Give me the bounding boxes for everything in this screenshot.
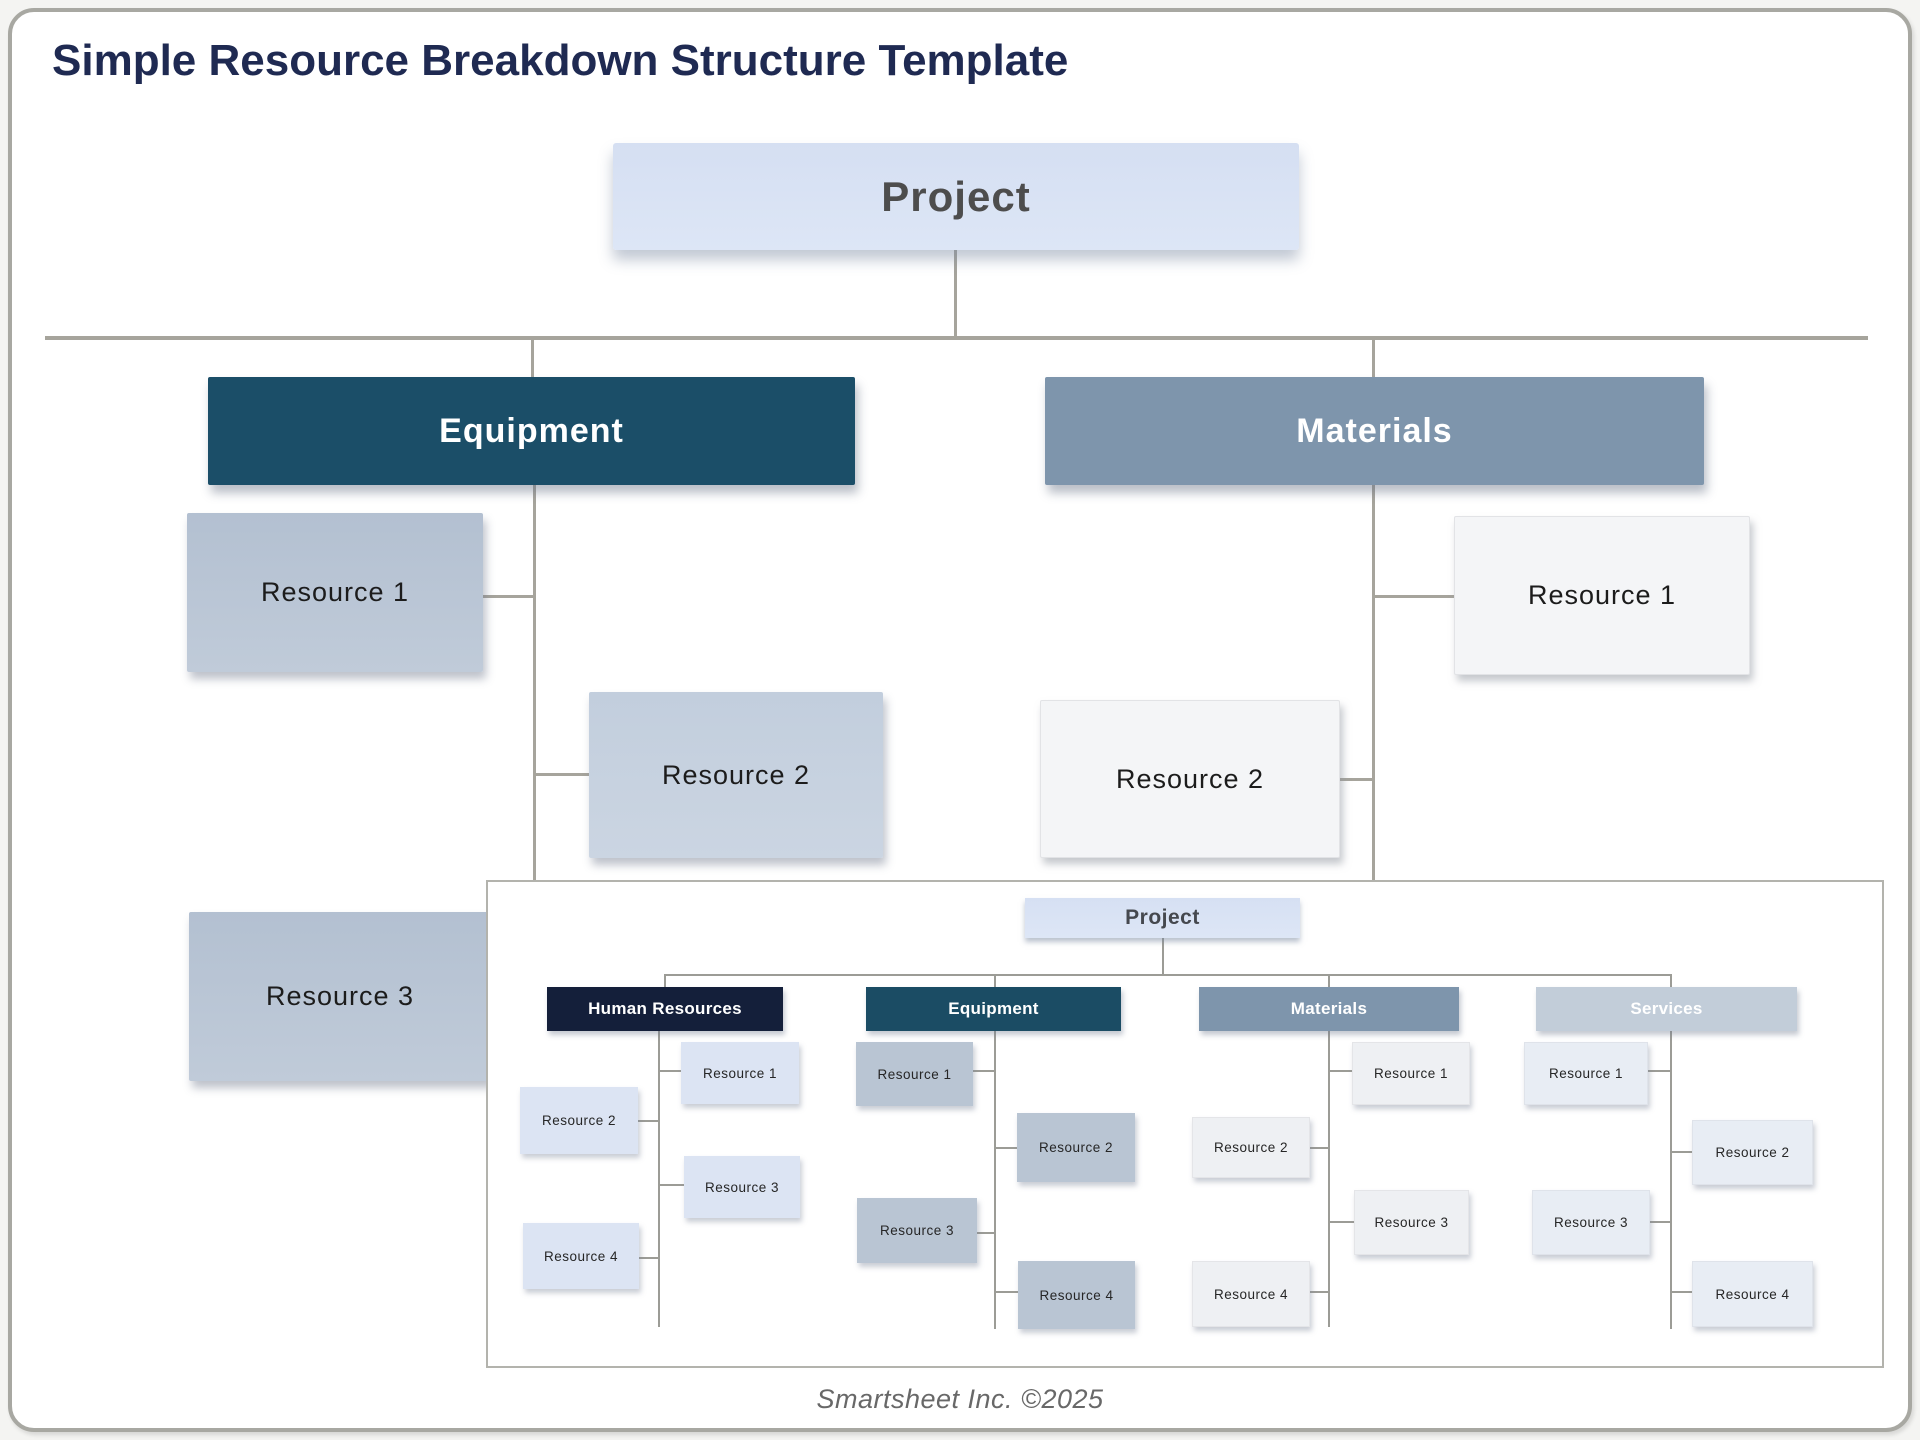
inset-branch-materials-label: Materials (1290, 999, 1368, 1018)
inset-svc-spine (1670, 1031, 1672, 1329)
materials-resource-1-label: Resource 1 (1527, 580, 1677, 610)
inset-eq-resource-1-label: Resource 1 (877, 1066, 952, 1082)
inset-branch-services: Services (1536, 987, 1797, 1031)
main-branch-equipment-label: Equipment (439, 411, 624, 450)
inset-svc-resource-1-box: Resource 1 (1524, 1042, 1648, 1105)
equipment-spine (533, 485, 536, 880)
inset-project-stub (1162, 938, 1164, 975)
inset-eq-drop (994, 974, 996, 988)
inset-eq-r3-connector (977, 1232, 995, 1234)
main-project-box: Project (613, 143, 1299, 250)
inset-mat-resource-1-box: Resource 1 (1352, 1042, 1470, 1105)
equipment-resource-2-label: Resource 2 (661, 759, 811, 790)
inset-branch-services-label: Services (1630, 999, 1703, 1018)
inset-branch-human-resources: Human Resources (547, 987, 783, 1031)
main-branch-materials-label: Materials (1296, 411, 1453, 450)
inset-mat-resource-2-label: Resource 2 (1213, 1140, 1289, 1155)
inset-svc-r4-connector (1670, 1291, 1692, 1293)
inset-mat-resource-4-box: Resource 4 (1192, 1261, 1310, 1327)
inset-hr-resource-4-label: Resource 4 (543, 1248, 619, 1264)
equipment-resource-2-box: Resource 2 (589, 692, 883, 858)
inset-hr-resource-4-box: Resource 4 (523, 1223, 639, 1289)
materials-spine (1372, 485, 1375, 880)
materials-resource-1-box: Resource 1 (1454, 516, 1750, 675)
materials-resource2-connector (1340, 778, 1374, 781)
main-branch-equipment: Equipment (208, 377, 855, 485)
equipment-resource1-connector (483, 595, 535, 598)
inset-mat-resource-3-label: Resource 3 (1374, 1215, 1449, 1230)
inset-hr-resource-3-label: Resource 3 (704, 1179, 780, 1195)
inset-mat-resource-4-label: Resource 4 (1213, 1286, 1289, 1302)
inset-hr-spine (658, 1031, 660, 1327)
equipment-resource-3-box: Resource 3 (189, 912, 491, 1081)
inset-mat-drop (1328, 974, 1330, 988)
inset-mat-resource-2-box: Resource 2 (1192, 1117, 1310, 1178)
inset-svc-r1-connector (1648, 1070, 1671, 1072)
inset-eq-resource-4-box: Resource 4 (1018, 1261, 1135, 1329)
inset-mat-spine (1328, 1031, 1330, 1327)
inset-eq-resource-2-box: Resource 2 (1017, 1113, 1135, 1182)
inset-branch-human-resources-label: Human Resources (588, 999, 742, 1018)
inset-project-label: Project (1125, 906, 1200, 929)
inset-eq-spine (994, 1031, 996, 1329)
inset-eq-r4-connector (994, 1291, 1018, 1293)
inset-svc-resource-3-box: Resource 3 (1532, 1190, 1650, 1255)
inset-eq-r1-connector (973, 1070, 995, 1072)
inset-hr-r2-connector (638, 1120, 660, 1122)
main-branch-line (45, 336, 1868, 340)
inset-hr-resource-2-label: Resource 2 (541, 1113, 617, 1128)
inset-mat-resource-3-box: Resource 3 (1354, 1190, 1469, 1255)
inset-hr-r4-connector (639, 1257, 660, 1259)
main-project-label: Project (881, 172, 1031, 220)
inset-eq-resource-3-box: Resource 3 (857, 1198, 977, 1263)
inset-eq-r2-connector (994, 1147, 1017, 1149)
inset-hr-drop (664, 974, 666, 988)
equipment-resource-3-label: Resource 3 (265, 981, 415, 1011)
inset-mat-r2-connector (1310, 1147, 1330, 1149)
inset-svc-r3-connector (1650, 1221, 1671, 1223)
inset-svc-resource-2-label: Resource 2 (1715, 1145, 1790, 1160)
equipment-resource2-connector (535, 773, 591, 776)
inset-svc-resource-3-label: Resource 3 (1553, 1215, 1629, 1230)
inset-mat-r4-connector (1310, 1291, 1330, 1293)
inset-svc-r2-connector (1670, 1151, 1692, 1153)
inset-hr-resource-1-box: Resource 1 (681, 1042, 799, 1104)
inset-svc-resource-4-box: Resource 4 (1692, 1261, 1813, 1327)
inset-mat-r3-connector (1328, 1221, 1354, 1223)
inset-branch-line (664, 974, 1672, 976)
inset-hr-r1-connector (658, 1070, 681, 1072)
inset-eq-resource-3-label: Resource 3 (879, 1223, 955, 1238)
inset-branch-equipment-label: Equipment (948, 999, 1039, 1018)
inset-svc-resource-2-box: Resource 2 (1692, 1120, 1813, 1185)
inset-svc-resource-4-label: Resource 4 (1715, 1286, 1790, 1302)
inset-mat-resource-1-label: Resource 1 (1373, 1066, 1449, 1081)
inset-mat-r1-connector (1328, 1070, 1352, 1072)
materials-resource1-connector (1374, 595, 1456, 598)
inset-branch-materials: Materials (1199, 987, 1459, 1031)
inset-hr-resource-3-box: Resource 3 (684, 1156, 800, 1218)
equipment-resource-1-box: Resource 1 (187, 513, 483, 672)
inset-svc-drop (1670, 974, 1672, 988)
materials-resource-2-box: Resource 2 (1040, 700, 1340, 858)
inset-svc-resource-1-label: Resource 1 (1548, 1066, 1624, 1081)
inset-eq-resource-1-box: Resource 1 (856, 1042, 973, 1106)
page-title: Simple Resource Breakdown Structure Temp… (52, 36, 1069, 85)
materials-stub-connector (1372, 340, 1375, 377)
footer-credit: Smartsheet Inc. ©2025 (816, 1384, 1104, 1414)
inset-eq-resource-2-label: Resource 2 (1038, 1140, 1114, 1155)
inset-eq-resource-4-label: Resource 4 (1039, 1287, 1114, 1303)
inset-hr-resource-2-box: Resource 2 (520, 1087, 638, 1154)
inset-panel (486, 880, 1884, 1368)
inset-branch-equipment: Equipment (866, 987, 1121, 1031)
project-stub-connector (954, 250, 957, 337)
main-branch-materials: Materials (1045, 377, 1704, 485)
materials-resource-2-label: Resource 2 (1115, 763, 1265, 794)
inset-project-box: Project (1025, 898, 1300, 938)
inset-hr-r3-connector (658, 1184, 684, 1186)
equipment-stub-connector (531, 340, 534, 377)
equipment-resource-1-label: Resource 1 (260, 577, 410, 607)
inset-hr-resource-1-label: Resource 1 (702, 1065, 778, 1081)
